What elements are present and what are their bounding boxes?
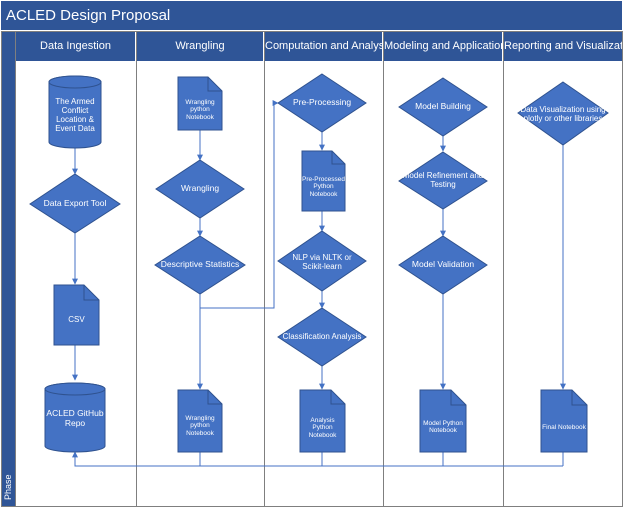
outer-border xyxy=(1,31,623,507)
pre-processing-label: Pre-Processing xyxy=(292,97,352,108)
nlp-diamond xyxy=(277,230,367,292)
pre-processing-diamond xyxy=(277,73,367,133)
classification-analysis-diamond xyxy=(277,307,367,367)
csv-document-fold xyxy=(83,285,99,301)
analysis-notebook-label: Analysis Python Notebook xyxy=(308,416,337,439)
connector-stats-to-preprocessing xyxy=(200,100,279,309)
model-refinement-diamond xyxy=(398,151,488,210)
connectors xyxy=(72,100,566,467)
model-validation-diamond xyxy=(398,235,488,295)
lane-header-reporting-visualization: Reporting and Visualization xyxy=(504,32,622,61)
wrangling-notebook-top-label: Wrangling python Notebook xyxy=(185,98,215,121)
wrangling-notebook-bottom-fold xyxy=(207,390,222,405)
lane-header-modeling-application: Modeling and Application xyxy=(384,32,502,61)
pre-processed-notebook-label: Pre-Processed Python Notebook xyxy=(302,175,345,198)
shapes xyxy=(29,73,609,453)
data-visualization-label: Data Visualization using plotly or other… xyxy=(520,104,606,123)
lane-header-computation-analysis: Computation and Analysis xyxy=(265,32,382,61)
model-notebook-label: Model Python Notebook xyxy=(423,419,463,434)
pre-processed-notebook-fold xyxy=(331,151,345,165)
wrangling-notebook-top-fold xyxy=(207,77,222,92)
wrangling-notebook-bottom-label: Wrangling python Notebook xyxy=(185,414,215,437)
acled-data-cylinder-top xyxy=(48,75,102,89)
acled-data-label: The Armed Conflict Location & Event Data xyxy=(55,96,95,134)
acled-repo-label: ACLED GitHub Repo xyxy=(46,408,104,428)
descriptive-statistics-label: Descriptive Statistics xyxy=(160,259,240,270)
lane-borders xyxy=(1,31,623,507)
wrangling-notebook-bottom-document xyxy=(177,389,223,453)
pre-processed-notebook-document xyxy=(301,150,346,212)
analysis-notebook-document xyxy=(299,389,346,453)
phase-bar xyxy=(2,32,15,506)
model-refinement-label: Model Refinement and Testing xyxy=(402,170,484,189)
model-building-label: Model Building xyxy=(415,101,471,112)
wrangling-notebook-top-document xyxy=(177,76,223,131)
wrangling-label: Wrangling xyxy=(180,183,220,194)
data-export-tool-label: Data Export Tool xyxy=(43,198,107,209)
acled-repo-cylinder-top xyxy=(44,382,106,396)
nlp-label: NLP via NLTK or Scikit-learn xyxy=(292,252,352,271)
analysis-notebook-fold xyxy=(330,390,345,405)
lane-header-data-ingestion: Data Ingestion xyxy=(16,32,135,61)
connector-return-to-repo xyxy=(72,451,563,467)
model-notebook-fold xyxy=(450,390,466,406)
lane-header-wrangling: Wrangling xyxy=(137,32,263,61)
data-visualization-diamond xyxy=(517,81,609,146)
wrangling-diamond xyxy=(155,159,245,219)
data-export-diamond xyxy=(29,173,121,234)
final-notebook-label: Final Notebook xyxy=(542,424,586,432)
classification-analysis-label: Classification Analysis xyxy=(282,332,362,342)
model-building-diamond xyxy=(398,77,488,137)
final-notebook-fold xyxy=(571,390,587,406)
descriptive-statistics-diamond xyxy=(154,235,246,295)
diagram-title: ACLED Design Proposal xyxy=(1,1,622,30)
csv-label: CSV xyxy=(68,315,85,325)
model-validation-label: Model Validation xyxy=(411,259,475,270)
